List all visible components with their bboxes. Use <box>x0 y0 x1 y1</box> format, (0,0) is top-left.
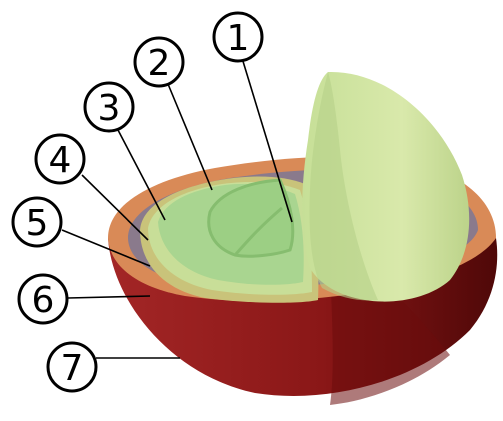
callout-number: 2 <box>148 43 171 84</box>
callout-number: 4 <box>49 140 72 181</box>
callout-number: 3 <box>98 88 121 129</box>
callout-3: 3 <box>85 83 133 131</box>
callout-5: 5 <box>13 198 61 246</box>
callout-4: 4 <box>36 135 84 183</box>
callout-2: 2 <box>135 38 183 86</box>
callout-number: 5 <box>26 203 49 244</box>
callout-6: 6 <box>19 275 67 323</box>
callout-number: 6 <box>32 280 55 321</box>
callout-number: 7 <box>61 348 84 389</box>
callout-number: 1 <box>227 18 250 59</box>
callout-1: 1 <box>214 13 262 61</box>
callout-7: 7 <box>48 343 96 391</box>
